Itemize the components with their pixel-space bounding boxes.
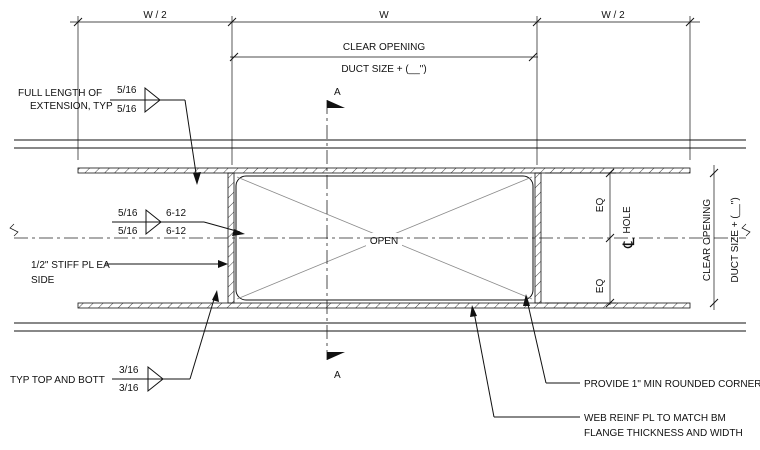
- stiffener-weld-bottom-size: 5/16: [118, 226, 138, 237]
- dimension-right-half: W / 2: [601, 10, 625, 21]
- eq-top-label: EQ: [595, 198, 606, 213]
- dimension-width: W: [379, 10, 389, 21]
- duct-size-label: DUCT SIZE + (__"): [341, 64, 426, 75]
- opening-label: OPEN: [370, 236, 398, 247]
- top-dimension-string: [70, 16, 700, 165]
- right-clear-opening-dimension: [709, 165, 719, 310]
- stiffener-note-line1: 1/2" STIFF PL EA: [31, 260, 110, 271]
- web-reinf-note-line1: WEB REINF PL TO MATCH BM: [584, 413, 726, 424]
- centerline-hole-marker: ℄: [621, 237, 638, 249]
- section-cut-line: [326, 100, 345, 360]
- beam-break-lines: [9, 223, 751, 237]
- web-reinf-note-line2: FLANGE THICKNESS AND WIDTH: [584, 428, 743, 439]
- extension-note-line2: EXTENSION, TYP: [30, 101, 113, 112]
- right-eq-dimension: [545, 168, 616, 308]
- top-bott-weld-symbol: [112, 290, 219, 393]
- stiffener-leader: [105, 260, 228, 268]
- section-mark-bottom: A: [334, 370, 341, 381]
- stiffener-weld-bottom-pitch: 6-12: [166, 226, 186, 237]
- web-reinforcing-leader: [470, 305, 580, 418]
- top-bott-weld-top: 3/16: [119, 365, 139, 376]
- rounded-corners-leader: [523, 294, 580, 384]
- section-mark-top: A: [334, 87, 341, 98]
- dimension-left-half: W / 2: [143, 10, 167, 21]
- beam-top-flange: [14, 139, 746, 149]
- clear-opening-dimension: [229, 52, 538, 62]
- stiffener-weld-top-size: 5/16: [118, 208, 138, 219]
- right-duct-size-label: DUCT SIZE + (__"): [730, 197, 741, 282]
- clear-opening-label: CLEAR OPENING: [343, 42, 425, 53]
- extension-weld-symbol: [110, 86, 201, 185]
- top-bott-note: TYP TOP AND BOTT: [10, 375, 105, 386]
- top-reinforcing-plate: [77, 167, 691, 174]
- eq-bottom-label: EQ: [595, 279, 606, 294]
- stiffener-note-line2: SIDE: [31, 275, 55, 286]
- centerline-symbol-icon: ℄: [621, 237, 638, 249]
- beam-bottom-flange: [14, 322, 746, 332]
- stiffener-weld-symbol: [112, 208, 245, 236]
- stiffener-weld-top-pitch: 6-12: [166, 208, 186, 219]
- top-bott-weld-bottom: 3/16: [119, 383, 139, 394]
- extension-weld-top: 5/16: [117, 85, 137, 96]
- extension-weld-bottom: 5/16: [117, 104, 137, 115]
- right-clear-opening-label: CLEAR OPENING: [702, 199, 713, 281]
- rounded-corners-note: PROVIDE 1" MIN ROUNDED CORNERS: [584, 379, 760, 390]
- extension-note-line1: FULL LENGTH OF: [18, 88, 102, 99]
- centerline-hole-label: HOLE: [622, 206, 633, 234]
- bottom-reinforcing-plate: [77, 302, 691, 309]
